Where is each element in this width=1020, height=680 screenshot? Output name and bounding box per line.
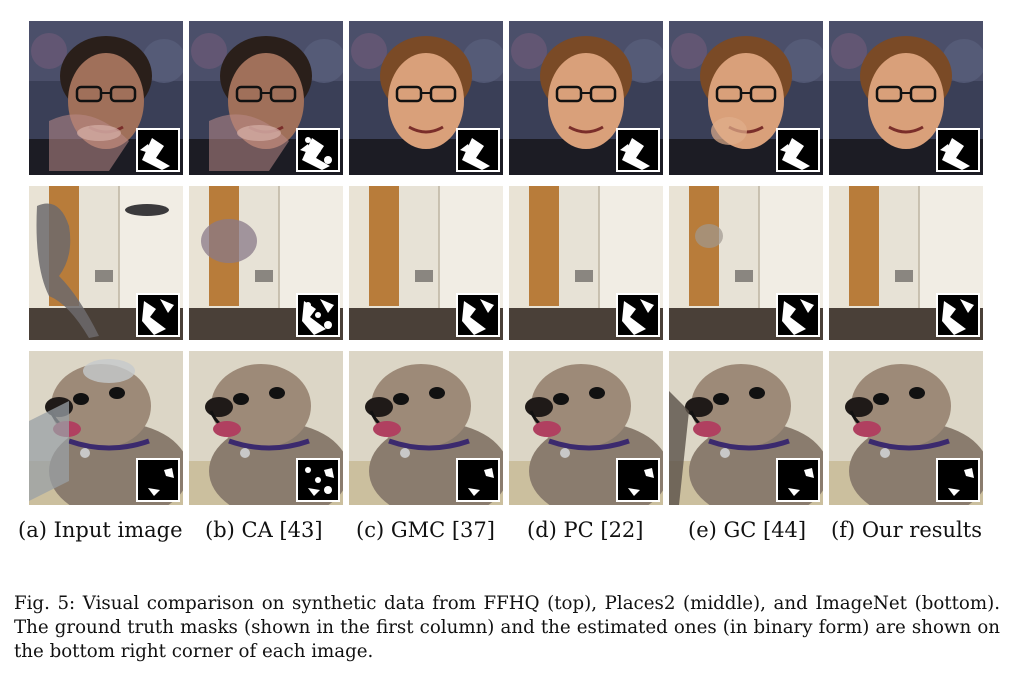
column-label-4: (d) PC [22] (527, 518, 644, 542)
image-door-1 (29, 186, 183, 340)
caption-prefix: Fig. 5: (14, 593, 76, 615)
face-image (509, 21, 663, 175)
mask-inset (296, 293, 340, 337)
mask-inset (936, 128, 980, 172)
image-pug-4 (509, 351, 663, 505)
mask-inset (936, 458, 980, 502)
image-door-6 (829, 186, 983, 340)
mask-inset (616, 458, 660, 502)
image-pug-6 (829, 351, 983, 505)
mask-inset (456, 128, 500, 172)
image-face-5 (669, 21, 823, 175)
face-image (29, 21, 183, 175)
column-label-1: (a) Input image (18, 518, 183, 542)
column-label-6: (f) Our results (831, 518, 982, 542)
mask-inset (776, 293, 820, 337)
figure-caption: Fig. 5: Visual comparison on synthetic d… (14, 592, 1000, 664)
image-door-2 (189, 186, 343, 340)
mask-inset (456, 293, 500, 337)
image-door-3 (349, 186, 503, 340)
caption-text: Visual comparison on synthetic data from… (14, 593, 1000, 663)
image-pug-3 (349, 351, 503, 505)
image-face-1 (29, 21, 183, 175)
image-door-4 (509, 186, 663, 340)
mask-inset (136, 293, 180, 337)
mask-inset (776, 458, 820, 502)
mask-inset (936, 293, 980, 337)
image-face-4 (509, 21, 663, 175)
mask-inset (136, 128, 180, 172)
mask-inset (296, 128, 340, 172)
image-face-2 (189, 21, 343, 175)
mask-inset (616, 128, 660, 172)
image-pug-1 (29, 351, 183, 505)
column-label-2: (b) CA [43] (205, 518, 323, 542)
image-pug-5 (669, 351, 823, 505)
column-label-5: (e) GC [44] (688, 518, 807, 542)
image-face-3 (349, 21, 503, 175)
image-pug-2 (189, 351, 343, 505)
image-door-5 (669, 186, 823, 340)
mask-inset (296, 458, 340, 502)
mask-inset (136, 458, 180, 502)
mask-inset (776, 128, 820, 172)
mask-inset (456, 458, 500, 502)
mask-inset (616, 293, 660, 337)
column-label-3: (c) GMC [37] (356, 518, 495, 542)
image-face-6 (829, 21, 983, 175)
